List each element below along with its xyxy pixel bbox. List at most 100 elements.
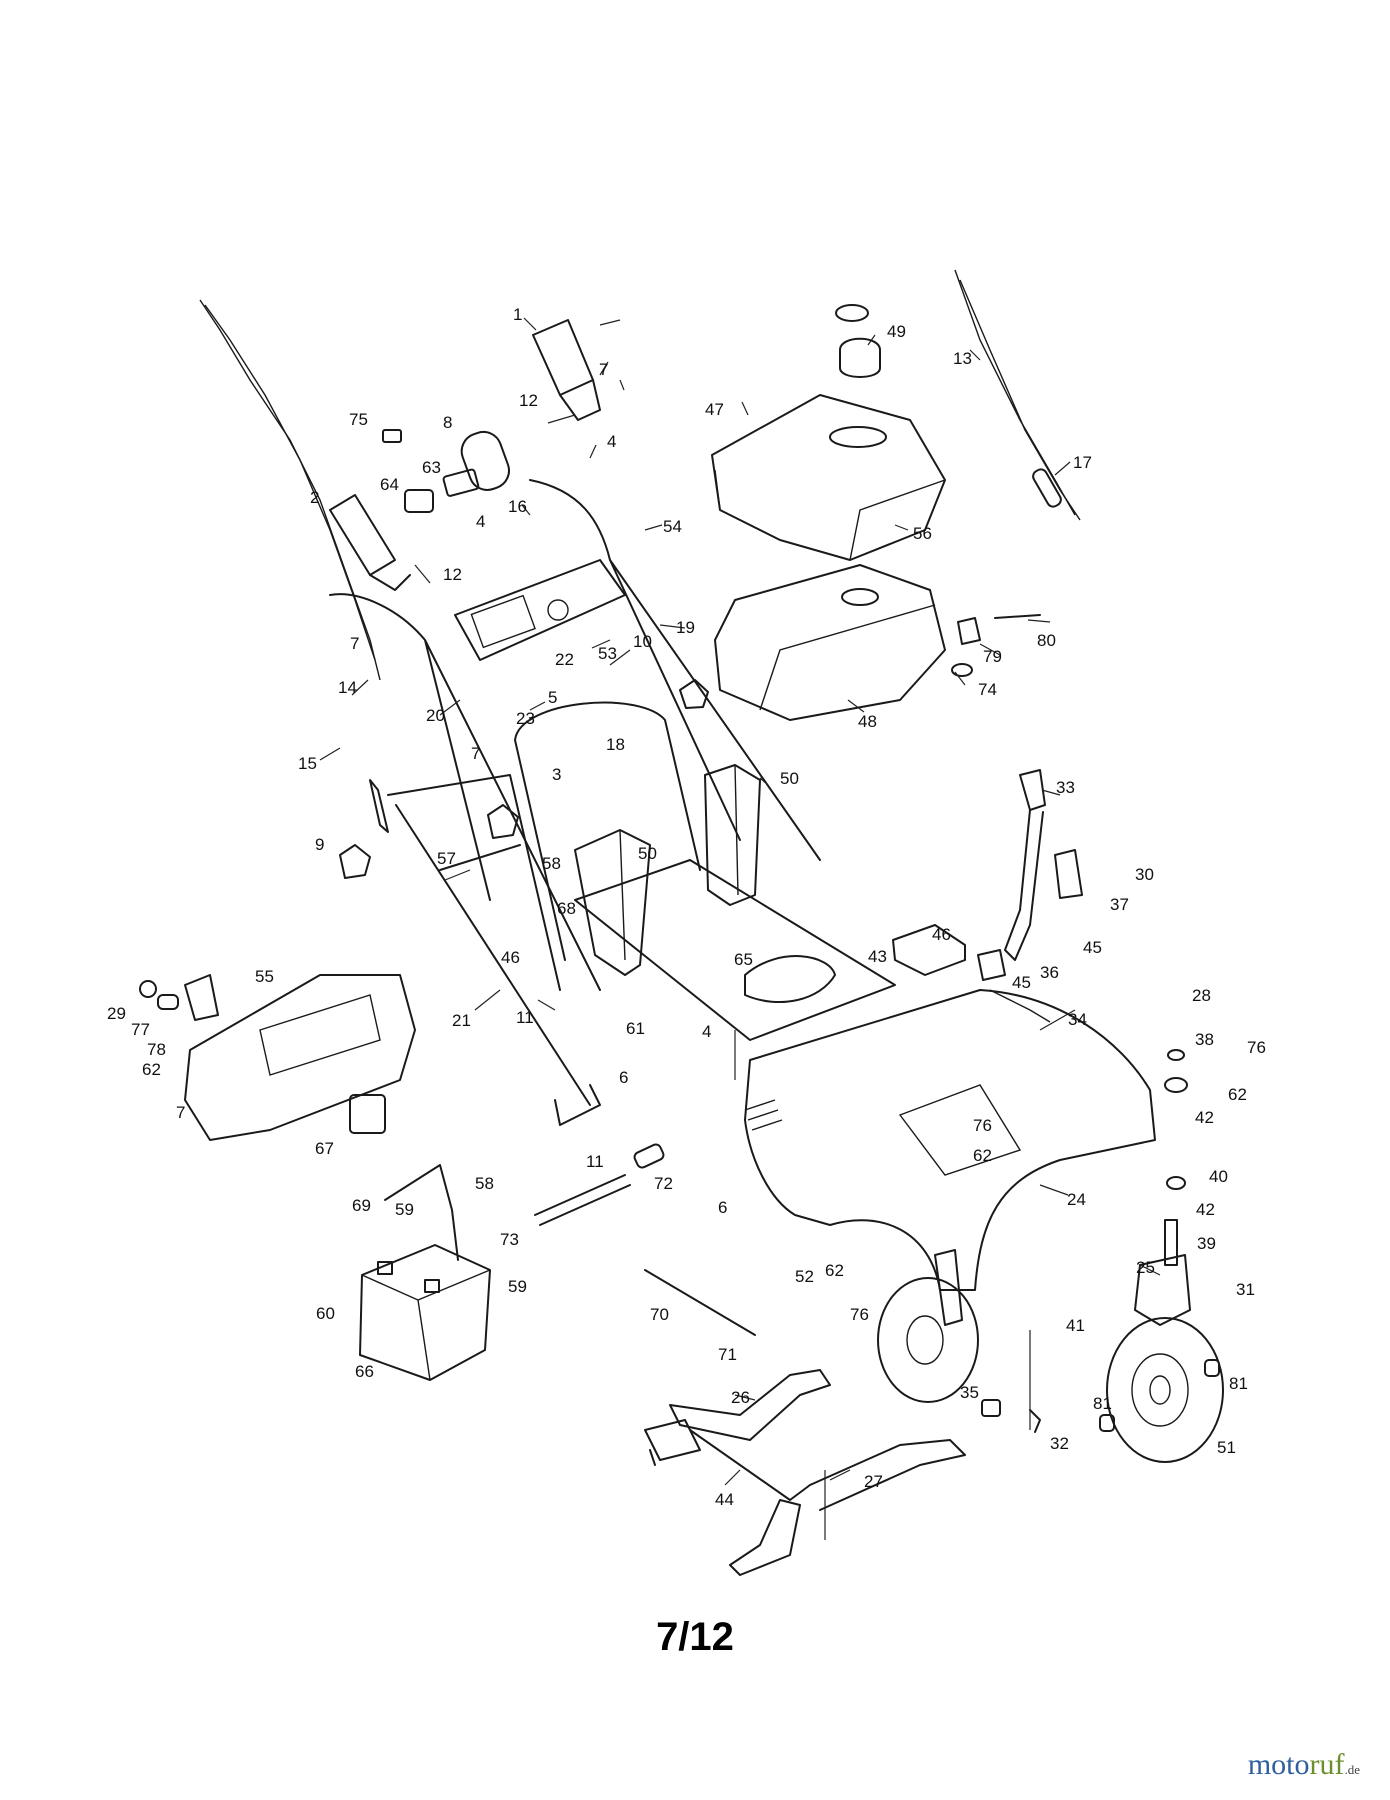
callout-17: 17 xyxy=(1073,453,1092,472)
callout-19: 19 xyxy=(676,618,695,637)
callout-3: 3 xyxy=(552,765,561,784)
callout-38: 38 xyxy=(1195,1030,1214,1049)
parts-illustration xyxy=(139,269,1224,1576)
knob-9 xyxy=(339,844,371,879)
dash-panel-knob xyxy=(547,599,569,621)
caster-wheel-left xyxy=(877,1277,979,1403)
watermark-logo: motoruf.de xyxy=(1248,1748,1360,1782)
bracket-43 xyxy=(892,924,966,976)
callout-35: 35 xyxy=(960,1383,979,1402)
callout-62a: 62 xyxy=(142,1060,161,1079)
callout-18: 18 xyxy=(606,735,625,754)
switch-64 xyxy=(404,489,434,513)
callout-20: 20 xyxy=(426,706,445,725)
clamp-35 xyxy=(981,1399,1001,1417)
hub-cap-81b xyxy=(1099,1414,1115,1432)
chute-deflector-78 xyxy=(184,974,219,1021)
callout-8: 8 xyxy=(443,413,452,432)
battery xyxy=(359,1244,491,1381)
linkage-27 xyxy=(689,1429,966,1511)
callout-73: 73 xyxy=(500,1230,519,1249)
callout-42a: 42 xyxy=(1195,1108,1214,1127)
fuel-cap xyxy=(839,337,881,378)
callout-9: 9 xyxy=(315,835,324,854)
callout-6b: 6 xyxy=(718,1198,727,1217)
callout-72: 72 xyxy=(654,1174,673,1193)
callout-29: 29 xyxy=(107,1004,126,1023)
handle-grip-right xyxy=(532,319,601,421)
callout-1: 1 xyxy=(513,305,522,324)
callout-56: 56 xyxy=(913,524,932,543)
callout-5: 5 xyxy=(548,688,557,707)
callout-57: 57 xyxy=(437,849,456,868)
callout-71: 71 xyxy=(718,1345,737,1364)
callout-4c: 4 xyxy=(702,1022,711,1041)
callout-62b: 62 xyxy=(1228,1085,1247,1104)
cable-left xyxy=(199,299,381,681)
clip-29 xyxy=(139,980,157,998)
lower-handle-tube xyxy=(554,1084,601,1126)
housing-vent xyxy=(744,1099,783,1131)
callout-27: 27 xyxy=(864,1472,883,1491)
tank-shroud xyxy=(711,394,946,561)
callout-60: 60 xyxy=(316,1304,335,1323)
callout-46a: 46 xyxy=(932,925,951,944)
battery-terminal-right xyxy=(424,1279,440,1293)
callout-74: 74 xyxy=(978,680,997,699)
callout-66: 66 xyxy=(355,1362,374,1381)
callout-50a: 50 xyxy=(780,769,799,788)
callout-7c: 7 xyxy=(471,744,480,763)
callout-59b: 59 xyxy=(508,1277,527,1296)
key-75 xyxy=(382,429,402,443)
fuel-line xyxy=(994,614,1041,619)
callout-4b: 4 xyxy=(476,512,485,531)
console-plate xyxy=(744,955,836,1003)
battery-strap xyxy=(384,1164,459,1261)
callout-11b: 11 xyxy=(586,1152,604,1171)
callout-70: 70 xyxy=(650,1305,669,1324)
callout-7d: 7 xyxy=(176,1103,185,1122)
callout-76c: 76 xyxy=(850,1305,869,1324)
caster-spindle xyxy=(1164,1219,1178,1266)
callout-41: 41 xyxy=(1066,1316,1085,1335)
chute-cover xyxy=(184,974,416,1141)
tank-filler-neck xyxy=(841,588,879,606)
battery-terminal-left xyxy=(377,1261,393,1275)
bushing-42a xyxy=(1164,1077,1188,1093)
callout-48: 48 xyxy=(858,712,877,731)
callout-12b: 12 xyxy=(443,565,462,584)
knob-frame-right xyxy=(679,679,709,709)
callout-67: 67 xyxy=(315,1139,334,1158)
dash-panel xyxy=(454,559,626,661)
callout-34: 34 xyxy=(1068,1010,1087,1029)
callout-63: 63 xyxy=(422,458,441,477)
watermark-brand-main: moto xyxy=(1247,1748,1310,1781)
callout-81b: 81 xyxy=(1093,1394,1112,1413)
callout-64: 64 xyxy=(380,475,399,494)
upper-handle-frame xyxy=(329,479,821,991)
callout-36: 36 xyxy=(1040,963,1059,982)
pin-77 xyxy=(157,994,179,1010)
callout-33: 33 xyxy=(1056,778,1075,797)
callout-77: 77 xyxy=(131,1020,150,1039)
linkage-26 xyxy=(669,1369,831,1441)
plate-45 xyxy=(977,949,1006,981)
callout-40: 40 xyxy=(1209,1167,1228,1186)
callout-7b: 7 xyxy=(350,634,359,653)
callout-61: 61 xyxy=(626,1019,645,1038)
callout-52: 52 xyxy=(795,1267,814,1286)
callout-10: 10 xyxy=(633,632,652,651)
callout-6a: 6 xyxy=(619,1068,628,1087)
callout-55: 55 xyxy=(255,967,274,986)
handle-grip-left xyxy=(329,494,411,591)
callout-51: 51 xyxy=(1217,1438,1236,1457)
callout-76a: 76 xyxy=(1247,1038,1266,1057)
callout-23: 23 xyxy=(516,709,535,728)
shift-lever xyxy=(1004,769,1046,961)
callout-44: 44 xyxy=(715,1490,734,1509)
o-ring xyxy=(835,304,869,322)
rod-57 xyxy=(439,844,521,871)
bracket-50-right xyxy=(704,764,761,906)
connector-72 xyxy=(633,1143,665,1169)
